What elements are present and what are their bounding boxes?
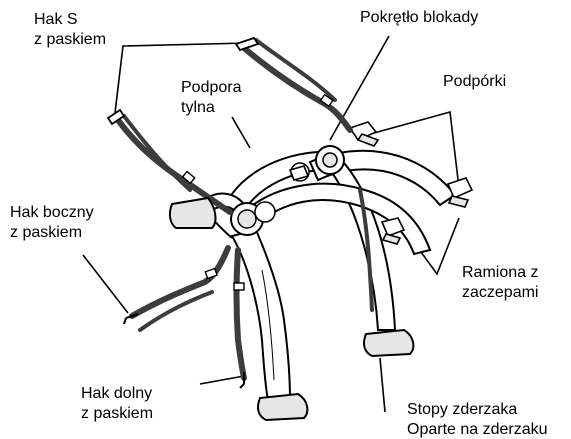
label-podporki: Podpórki bbox=[443, 72, 506, 92]
strap-lower bbox=[237, 250, 245, 378]
strap-top-right bbox=[244, 48, 350, 130]
leader-stopy bbox=[380, 358, 385, 412]
label-hak-boczny: Hak boczny z paskiem bbox=[10, 203, 94, 243]
label-ramiona: Ramiona z zaczepami bbox=[462, 263, 538, 303]
leader-podpora bbox=[232, 117, 250, 148]
leader-hak-boczny bbox=[83, 255, 128, 313]
label-stopy-zderzaka: Stopy zderzaka Oparte na zderzaku bbox=[407, 400, 548, 439]
label-hak-s: Hak S z paskiem bbox=[34, 10, 106, 50]
strap-top-left bbox=[118, 120, 230, 212]
side-hook-icon bbox=[124, 314, 138, 324]
label-hak-dolny: Hak dolny z paskiem bbox=[81, 384, 153, 424]
label-pokretlo-blokady: Pokrętło blokady bbox=[360, 8, 478, 28]
strap-side-tail bbox=[140, 292, 212, 330]
label-podpora-tylna: Podpora tylna bbox=[181, 78, 242, 118]
strap-top-left-tail bbox=[124, 116, 190, 190]
leader-hak-dolny bbox=[200, 376, 244, 384]
